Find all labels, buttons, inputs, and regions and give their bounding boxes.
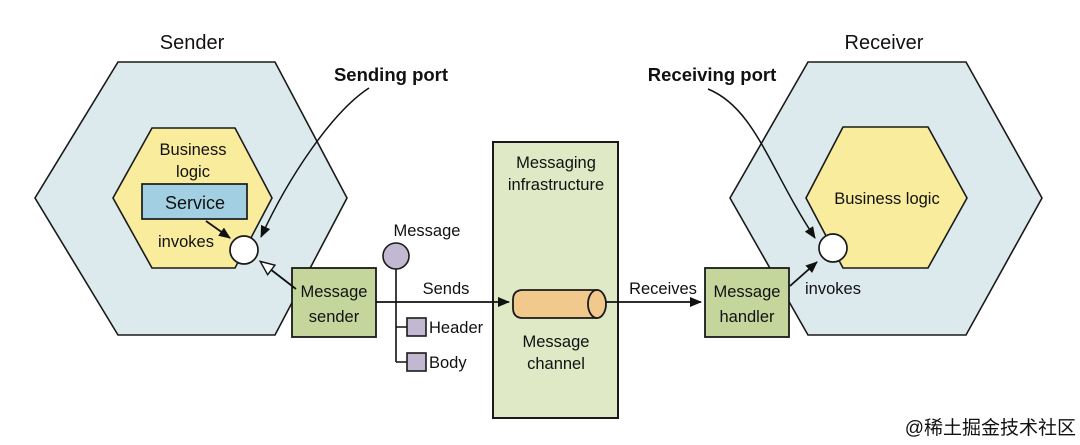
- sends-label: Sends: [423, 280, 470, 298]
- header-label: Header: [429, 319, 484, 337]
- message-channel-cylinder-cap: [587, 289, 607, 319]
- message-channel-label-line2: channel: [527, 355, 585, 373]
- handler-to-port-arrow: [789, 261, 818, 287]
- body-label: Body: [429, 354, 467, 372]
- message-handler-box: [704, 267, 790, 338]
- message-sender-label-line2: sender: [309, 308, 360, 326]
- infrastructure-label-line1: Messaging: [516, 154, 596, 172]
- receiver-invokes-label: invokes: [805, 280, 861, 298]
- message-channel-label-line1: Message: [523, 333, 590, 351]
- message-sender-label-line1: Message: [301, 283, 368, 301]
- receiving-port-circle: [818, 233, 848, 263]
- sender-business-logic-label-line1: Business: [160, 141, 227, 159]
- messaging-infrastructure-box: [492, 141, 619, 419]
- message-tree-lines: [395, 269, 407, 363]
- receives-label: Receives: [629, 280, 697, 298]
- receiving-port-label: Receiving port: [648, 64, 777, 85]
- message-sender-box: [291, 267, 377, 338]
- watermark: @稀土掘金技术社区: [905, 417, 1076, 439]
- sending-port-circle: [229, 235, 259, 265]
- message-label: Message: [394, 222, 461, 240]
- receiver-business-logic-label: Business logic: [834, 190, 939, 208]
- sender-invokes-label: invokes: [158, 233, 214, 251]
- sending-port-label: Sending port: [334, 64, 448, 85]
- infrastructure-label-line2: infrastructure: [508, 176, 604, 194]
- sender-business-logic-label-line2: logic: [176, 163, 210, 181]
- header-square: [406, 317, 427, 337]
- receiving-port-callout-arrow: [707, 88, 816, 239]
- receiver-business-logic-hexagon: [805, 126, 968, 269]
- service-label: Service: [165, 193, 225, 213]
- sender-title: Sender: [160, 32, 225, 54]
- sending-port-callout-arrow: [260, 87, 370, 238]
- message-handler-label-line2: handler: [719, 308, 775, 326]
- body-square: [406, 352, 427, 372]
- message-circle: [382, 242, 410, 270]
- service-to-port-arrow: [205, 220, 231, 239]
- message-channel-cylinder-body: [512, 289, 598, 319]
- receiver-title: Receiver: [845, 32, 924, 54]
- message-handler-label-line1: Message: [714, 283, 781, 301]
- sender-to-port-open-arrow: [261, 262, 297, 290]
- service-box: [141, 183, 248, 220]
